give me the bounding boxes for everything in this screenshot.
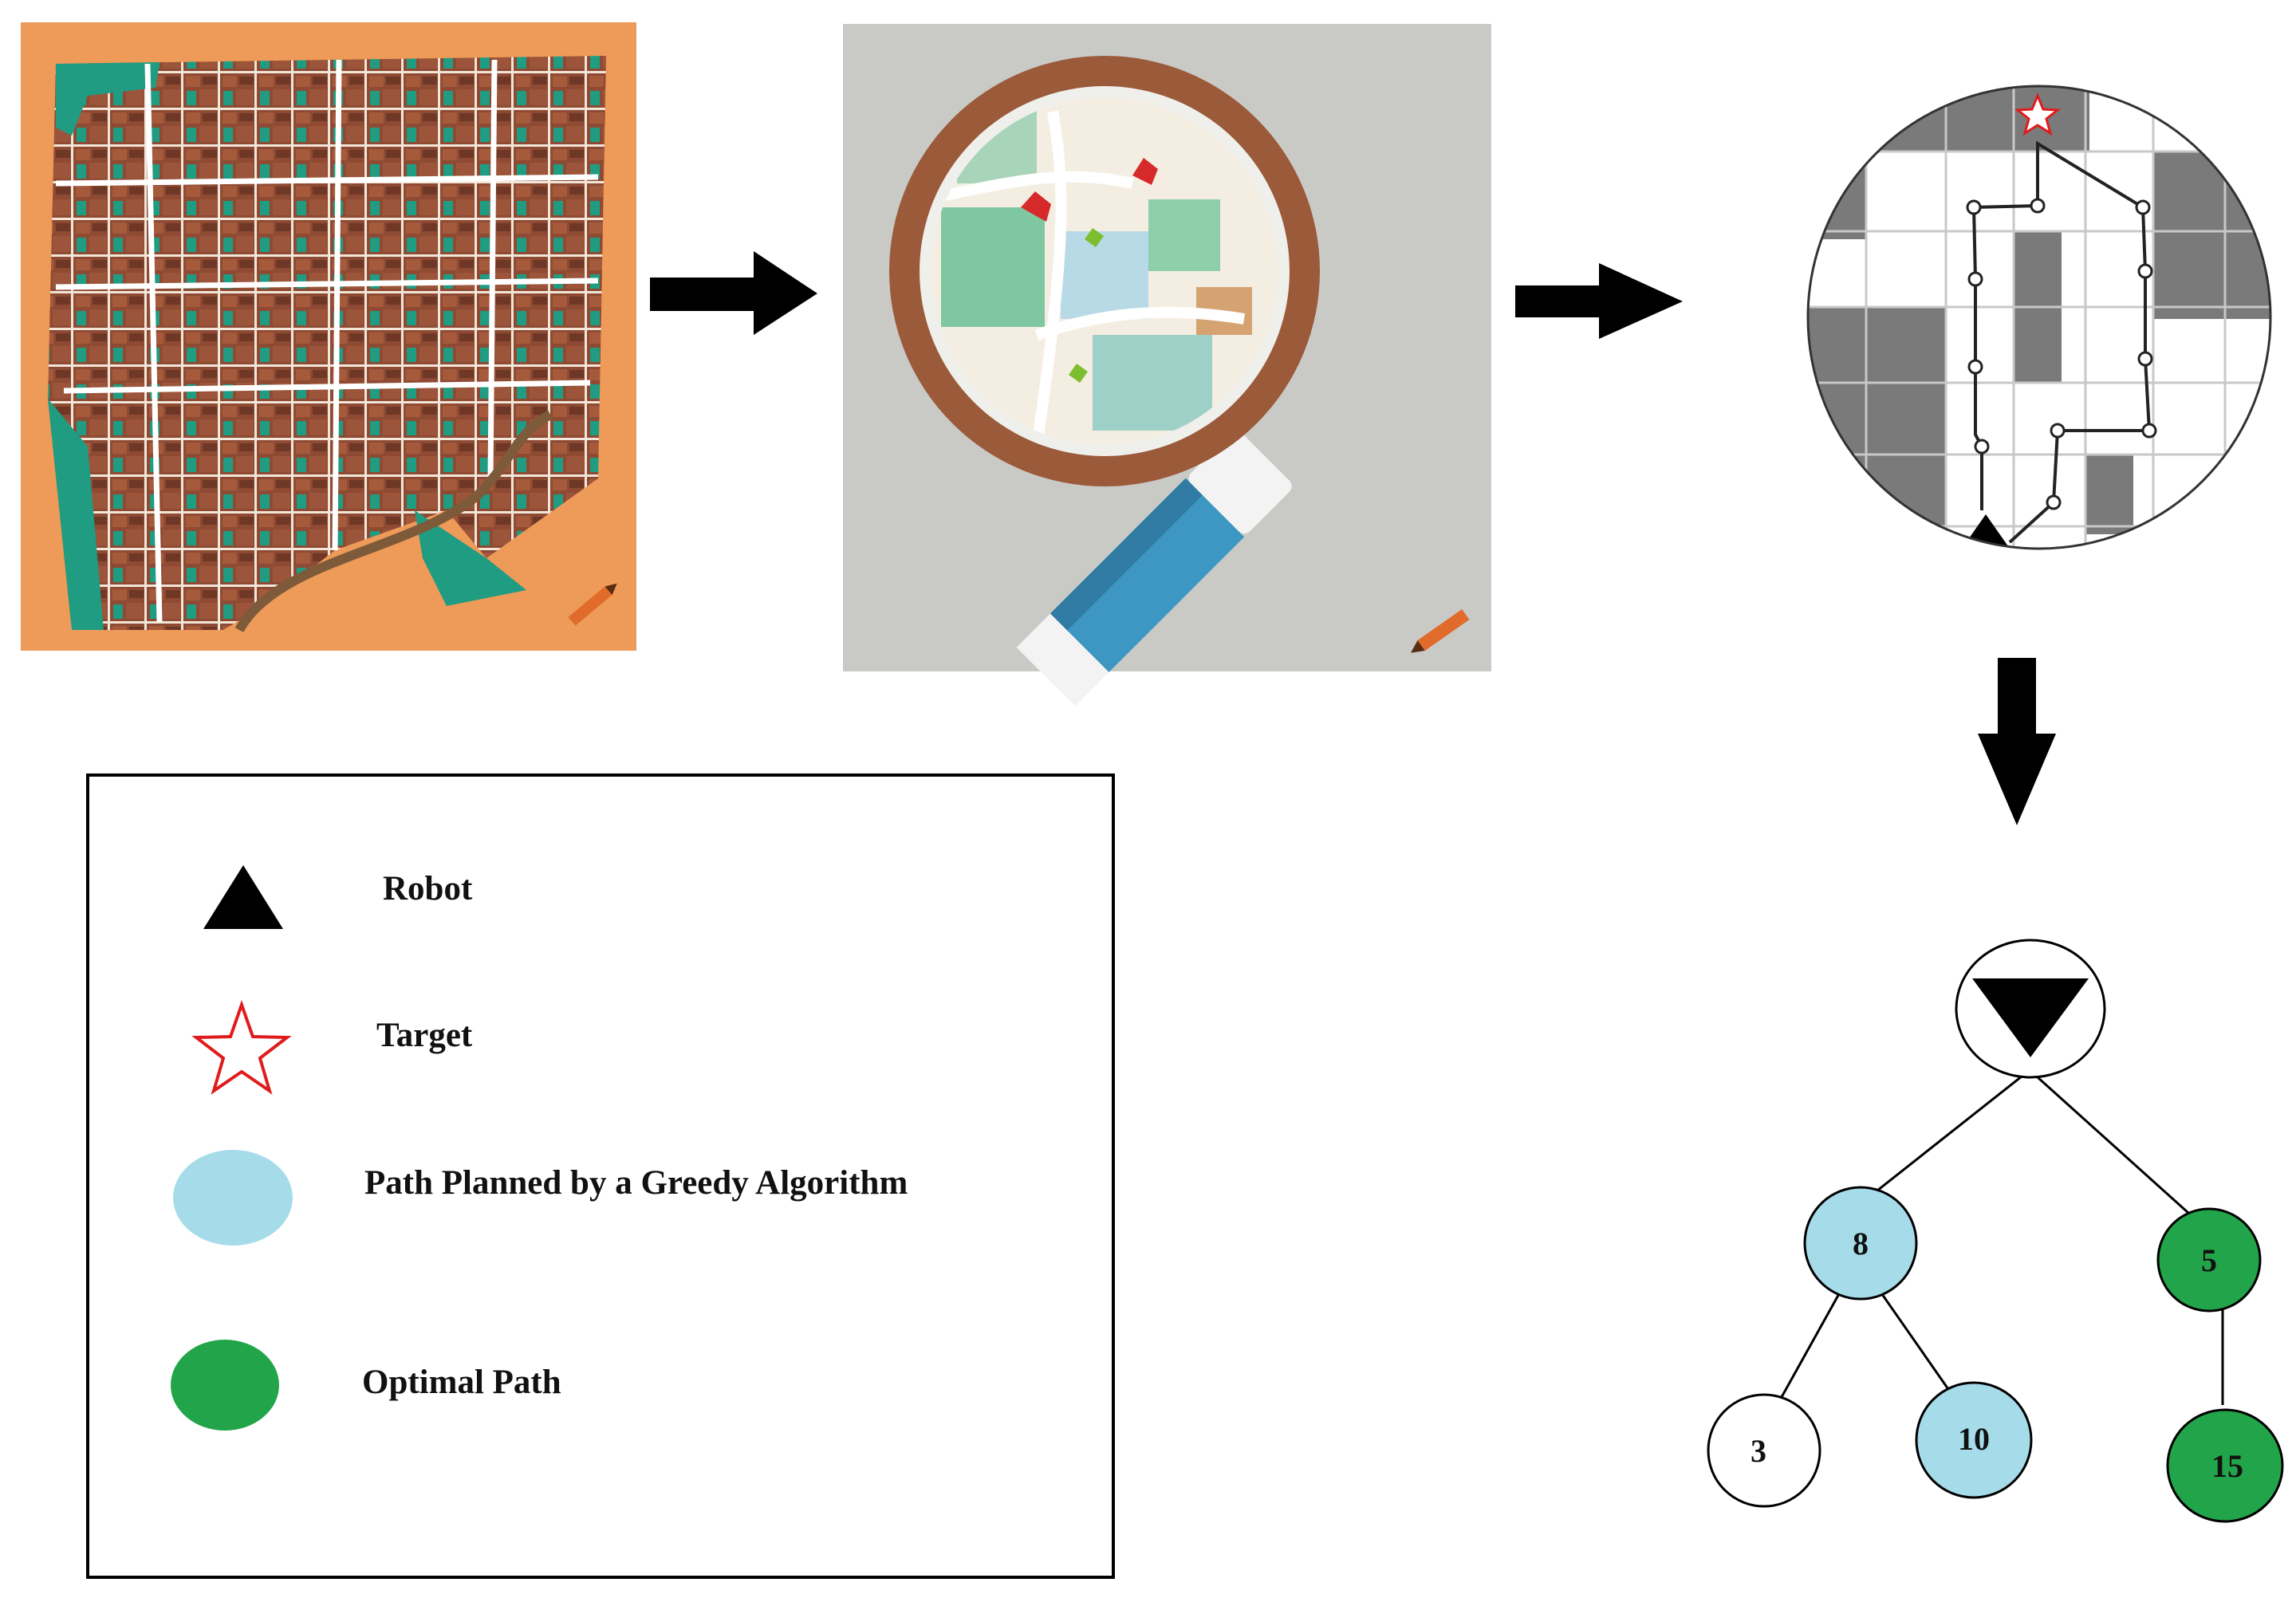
node-label: 10 bbox=[1958, 1421, 1990, 1457]
node-label: 8 bbox=[1853, 1226, 1869, 1261]
legend-label-robot: Robot bbox=[383, 870, 473, 907]
root-robot-icon bbox=[1972, 978, 2089, 1057]
tree-node: 10 bbox=[1915, 1381, 2033, 1499]
legend-label-target: Target bbox=[376, 1017, 473, 1054]
greedy-ellipse-icon bbox=[173, 1150, 293, 1246]
grid-path-circle-icon bbox=[1806, 85, 2272, 550]
tree-node: 3 bbox=[1707, 1393, 1821, 1508]
tree-node: 5 bbox=[2156, 1207, 2262, 1313]
node-label: 3 bbox=[1751, 1433, 1766, 1469]
tree-root bbox=[1955, 939, 2106, 1079]
robot-triangle-icon bbox=[203, 865, 283, 929]
flow-arrow-2 bbox=[1515, 263, 1683, 339]
tree-edges bbox=[1780, 1069, 2224, 1405]
legend-label-greedy: Path Planned by a Greedy Algorithm bbox=[364, 1164, 908, 1202]
city-map-icon bbox=[21, 22, 636, 651]
node-label: 5 bbox=[2201, 1242, 2217, 1278]
tree-node: 15 bbox=[2166, 1408, 2284, 1523]
tree-node: 8 bbox=[1803, 1186, 1918, 1301]
optimal-ellipse-icon bbox=[171, 1340, 279, 1431]
node-label: 15 bbox=[2211, 1448, 2243, 1484]
target-star-icon bbox=[191, 999, 292, 1095]
flow-arrow-3 bbox=[1978, 658, 2056, 825]
legend-label-optimal: Optimal Path bbox=[362, 1364, 561, 1401]
legend: Robot Target Path Planned by a Greedy Al… bbox=[86, 773, 1115, 1579]
flow-arrow-1 bbox=[650, 251, 817, 335]
magnifying-glass-map-icon bbox=[843, 24, 1491, 707]
path-tree: 8 5 3 10 15 bbox=[1707, 939, 2284, 1523]
